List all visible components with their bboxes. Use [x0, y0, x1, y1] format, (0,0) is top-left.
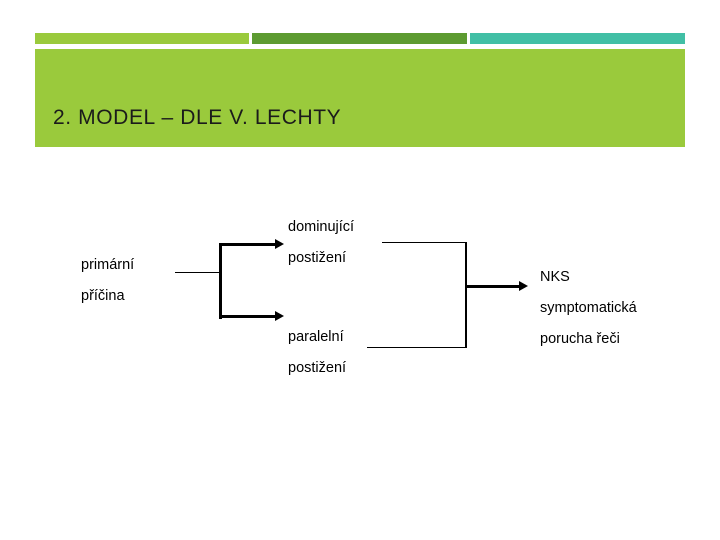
node-label-primary-cause-line1: primární [81, 257, 135, 273]
arrow-to-dominant-shaft [219, 243, 277, 246]
node-label-dominant-line2: postižení [288, 250, 347, 266]
node-label-result-line2: symptomatická [540, 300, 637, 316]
arrow-to-parallel-shaft [219, 315, 277, 318]
node-label-primary-cause-line2: příčina [81, 288, 125, 304]
slide-header: 2. MODEL – DLE V. LECHTY [0, 0, 720, 150]
arrow-to-parallel-head-icon [275, 311, 284, 321]
page-title: 2. MODEL – DLE V. LECHTY [53, 106, 342, 129]
bracket-right-top-arm [382, 242, 467, 243]
accent-bar-light-green [35, 33, 249, 44]
arrow-to-result-head-icon [519, 281, 528, 291]
node-label-parallel-line2: postižení [288, 360, 347, 376]
flow-diagram: primární příčina dominující postižení pa… [0, 150, 720, 540]
arrow-to-dominant-head-icon [275, 239, 284, 249]
node-label-result-line3: porucha řeči [540, 331, 620, 347]
title-band [35, 49, 685, 147]
arrow-to-result-shaft [466, 285, 521, 288]
bracket-left-stem [219, 243, 222, 319]
node-label-dominant-line1: dominující [288, 219, 355, 235]
bracket-right-stem [465, 242, 467, 348]
connector-cause-to-split [175, 272, 221, 273]
node-label-result-line1: NKS [540, 269, 570, 285]
accent-bar-dark-green [252, 33, 467, 44]
bracket-right-bottom-arm [367, 347, 467, 348]
node-label-parallel-line1: paralelní [288, 329, 344, 345]
accent-bar-teal [470, 33, 685, 44]
